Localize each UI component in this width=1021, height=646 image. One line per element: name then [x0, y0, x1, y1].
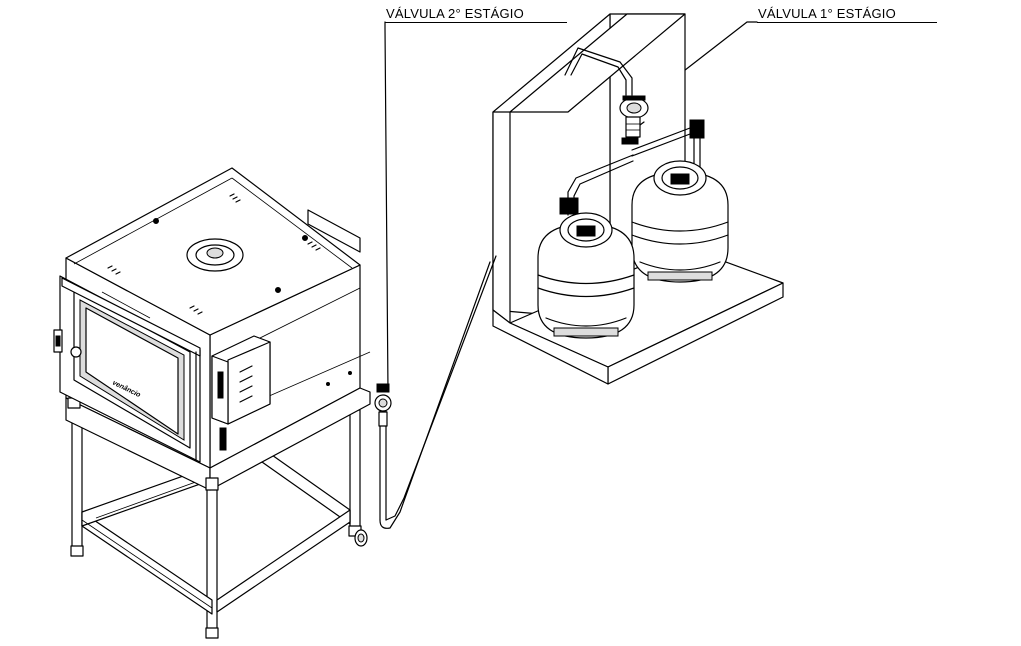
gas-cylinder-front [538, 213, 634, 338]
second-stage-valve [375, 384, 391, 426]
label-valve-second-stage-underline [385, 22, 567, 23]
gas-cylinder-back [632, 161, 728, 282]
label-valve-second-stage: VÁLVULA 2° ESTÁGIO [386, 6, 524, 21]
control-panel [212, 336, 270, 450]
leader-valve-2 [385, 22, 388, 392]
oven-door: venâncio [54, 276, 200, 462]
pigtail-connectors [560, 120, 704, 214]
label-valve-first-stage: VÁLVULA 1° ESTÁGIO [758, 6, 896, 21]
first-stage-valve [620, 96, 648, 137]
oven-stand [71, 410, 367, 638]
label-valve-first-stage-underline [757, 22, 937, 23]
gas-hose [380, 256, 496, 528]
top-vent-slots [108, 194, 320, 314]
